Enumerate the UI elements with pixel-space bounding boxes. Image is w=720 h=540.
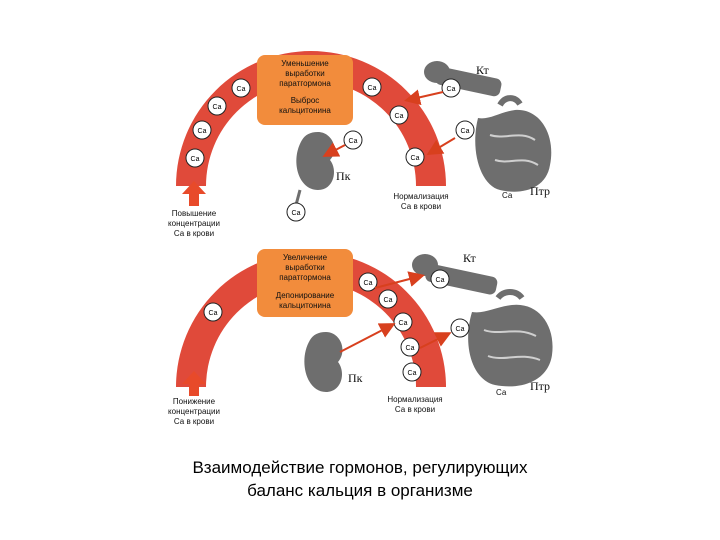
svg-text:Са: Са bbox=[460, 128, 469, 135]
bottom-box-line4: Депонирование bbox=[276, 291, 335, 300]
bottom-intestine bbox=[468, 289, 553, 387]
svg-text:Са: Са bbox=[383, 297, 392, 304]
bottom-hormone-box bbox=[257, 249, 353, 317]
top-ptr-label: Птр bbox=[530, 184, 550, 198]
svg-text:Са: Са bbox=[435, 277, 444, 284]
top-kidney bbox=[294, 132, 335, 206]
bottom-box-line1: Увеличение bbox=[283, 253, 328, 262]
top-ca-ion: Са bbox=[389, 105, 409, 125]
bottom-trigger-line2: концентрации bbox=[168, 407, 220, 416]
bottom-trigger-line1: Понижение bbox=[173, 397, 216, 406]
top-ca-ion: Са bbox=[441, 78, 461, 98]
top-box-line5: кальцитонина bbox=[279, 106, 331, 115]
bottom-ptr-label: Птр bbox=[530, 379, 550, 393]
bottom-kt-label: Кт bbox=[463, 251, 477, 265]
top-box-line1: Уменьшение bbox=[281, 59, 329, 68]
top-intestine bbox=[475, 95, 552, 192]
svg-text:Са: Са bbox=[367, 85, 376, 92]
svg-text:Са: Са bbox=[348, 138, 357, 145]
bottom-ca-ion: Са bbox=[450, 318, 470, 338]
bottom-ca-ion: Са bbox=[358, 272, 378, 292]
bottom-ca-ion: Са bbox=[393, 312, 413, 332]
bottom-ca-ion: Са bbox=[378, 289, 398, 309]
top-ca-ion: Са bbox=[185, 148, 205, 168]
bottom-box-line5: кальцитонина bbox=[279, 301, 331, 310]
svg-text:Са: Са bbox=[208, 310, 217, 317]
bottom-intestine-arrow bbox=[419, 332, 452, 349]
top-ca-ion: Са bbox=[362, 77, 382, 97]
top-trigger-line2: концентрации bbox=[168, 219, 220, 228]
top-ca-ion: Са bbox=[405, 147, 425, 167]
svg-text:Са: Са bbox=[455, 326, 464, 333]
bottom-bone bbox=[412, 254, 498, 295]
top-ca-ion: Са bbox=[343, 130, 363, 150]
top-trigger-line3: Са в крови bbox=[174, 229, 214, 238]
top-box-line2: выработки bbox=[285, 69, 324, 78]
top-kt-label: Кт bbox=[476, 63, 490, 77]
svg-text:Са: Са bbox=[405, 345, 414, 352]
svg-text:Са: Са bbox=[394, 113, 403, 120]
bottom-ptr-ca: Са bbox=[496, 388, 507, 397]
top-trigger-arrow bbox=[182, 181, 206, 206]
bottom-result-line2: Са в крови bbox=[395, 405, 435, 414]
top-box-line4: Выброс bbox=[291, 96, 320, 105]
bottom-box-line3: паратгормона bbox=[279, 273, 331, 282]
svg-text:Са: Са bbox=[212, 104, 221, 111]
svg-text:Са: Са bbox=[446, 86, 455, 93]
top-ca-ion: Са bbox=[207, 96, 227, 116]
top-ptr-ca: Са bbox=[502, 191, 513, 200]
svg-text:Са: Са bbox=[291, 210, 300, 217]
top-pk-label: Пк bbox=[336, 169, 351, 183]
top-result-line2: Са в крови bbox=[401, 202, 441, 211]
top-bone bbox=[424, 61, 502, 97]
bottom-arc bbox=[176, 252, 446, 387]
bottom-bone-arrow bbox=[374, 271, 425, 289]
top-trigger-line1: Повышение bbox=[172, 209, 217, 218]
bottom-trigger-arrow bbox=[182, 371, 206, 396]
top-intestine-arrow bbox=[426, 137, 456, 156]
svg-text:Са: Са bbox=[236, 86, 245, 93]
bottom-ca-ion: Са bbox=[400, 337, 420, 357]
top-kidney-arrow bbox=[322, 142, 346, 157]
bottom-ca-ion: Са bbox=[203, 302, 223, 322]
bottom-ca-ion: Са bbox=[430, 269, 450, 289]
top-result-line1: Нормализация bbox=[393, 192, 448, 201]
svg-text:Са: Са bbox=[363, 280, 372, 287]
caption-line-2: баланс кальция в организме bbox=[247, 481, 473, 500]
top-ca-ion: Са bbox=[192, 120, 212, 140]
bottom-panel: Увеличение выработки паратгормона Депони… bbox=[168, 249, 553, 426]
top-box-line3: паратгормона bbox=[279, 79, 331, 88]
bottom-box-line2: выработки bbox=[285, 263, 324, 272]
top-bone-arrow bbox=[404, 89, 444, 106]
caption-line-1: Взаимодействие гормонов, регулирующих bbox=[192, 458, 528, 477]
top-ca-ion: Са bbox=[455, 120, 475, 140]
bottom-result-line1: Нормализация bbox=[387, 395, 442, 404]
top-panel: Уменьшение выработки паратгормона Выброс… bbox=[168, 51, 552, 238]
svg-text:Са: Са bbox=[197, 128, 206, 135]
bottom-kidney-arrow bbox=[339, 323, 396, 353]
bottom-trigger-line3: Са в крови bbox=[174, 417, 214, 426]
top-hormone-box bbox=[257, 55, 353, 125]
top-ca-ion: Са bbox=[231, 78, 251, 98]
svg-text:Са: Са bbox=[398, 320, 407, 327]
top-ca-ion: Са bbox=[286, 202, 306, 222]
svg-text:Са: Са bbox=[407, 370, 416, 377]
bottom-pk-label: Пк bbox=[348, 371, 363, 385]
svg-text:Са: Са bbox=[410, 155, 419, 162]
bottom-ca-ion: Са bbox=[402, 362, 422, 382]
svg-text:Са: Са bbox=[190, 156, 199, 163]
bottom-kidney bbox=[304, 332, 343, 392]
